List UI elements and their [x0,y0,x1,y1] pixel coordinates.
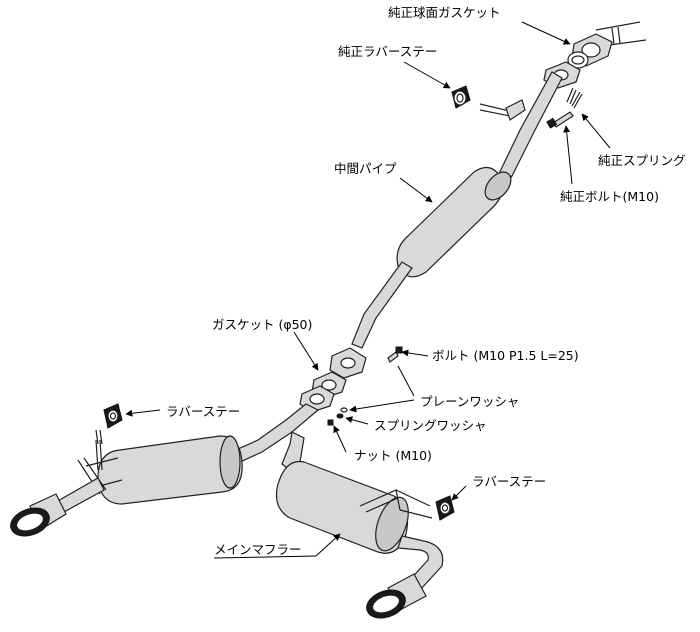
leader-oem-rubber-stay [403,61,451,89]
leader-plain-washer [349,399,415,413]
oem-rubber-stay [451,85,526,121]
left-tip [10,507,50,537]
left-muffler [77,435,243,505]
label-oem-rubber-stay: 純正ラバーステー [338,44,437,59]
oem-bolt [546,111,574,129]
label-rubber-stay-left: ラバーステー [166,404,240,419]
label-gasket-50: ガスケット (φ50) [212,317,312,332]
label-main-muffler: メインマフラー [214,542,302,557]
ball-gasket [567,51,589,69]
label-nut: ナット (M10) [354,448,432,463]
label-ball-gasket: 純正球面ガスケット [388,5,501,20]
label-plain-washer: プレーンワッシャ [420,394,519,409]
hardware-bolt [387,346,403,363]
leader-oem-spring [581,113,611,149]
leader-gasket-50 [293,331,319,371]
label-bolt: ボルト (M10 P1.5 L=25) [432,348,579,363]
label-rubber-stay-right: ラバーステー [472,474,546,489]
hardware-washers [327,407,348,426]
leader-rubber-stay-left [125,409,161,417]
right-rubber-stay [435,495,455,521]
leader-rubber-stay-right [451,485,467,501]
leader-center-pipe [399,177,433,203]
leader-main-muffler-tip [315,533,341,557]
right-tip [366,573,427,619]
main-muffler [275,460,433,554]
leader-ball-gasket [521,21,571,45]
leader-oem-bolt [563,125,573,185]
leader-bolt [401,349,429,357]
oem-spring [566,87,583,109]
leader-spring-washer [345,416,369,425]
center-pipe [351,71,563,349]
label-oem-spring: 純正スプリング [598,153,686,168]
leader-nut [333,425,347,453]
label-oem-bolt: 純正ボルト(M10) [560,189,659,204]
leader-lines [125,21,611,559]
leader-main-muffler [213,555,317,559]
left-rubber-stay [95,403,123,445]
label-center-pipe: 中間パイプ [334,161,397,176]
labels: 純正球面ガスケット 純正ラバーステー 純正スプリング 純正ボルト(M10) 中間… [166,5,686,557]
leader-bolt-drop [397,365,415,397]
label-spring-washer: スプリングワッシャ [374,418,487,433]
center-pipe-flange [329,347,367,379]
y-pipe [235,403,320,471]
